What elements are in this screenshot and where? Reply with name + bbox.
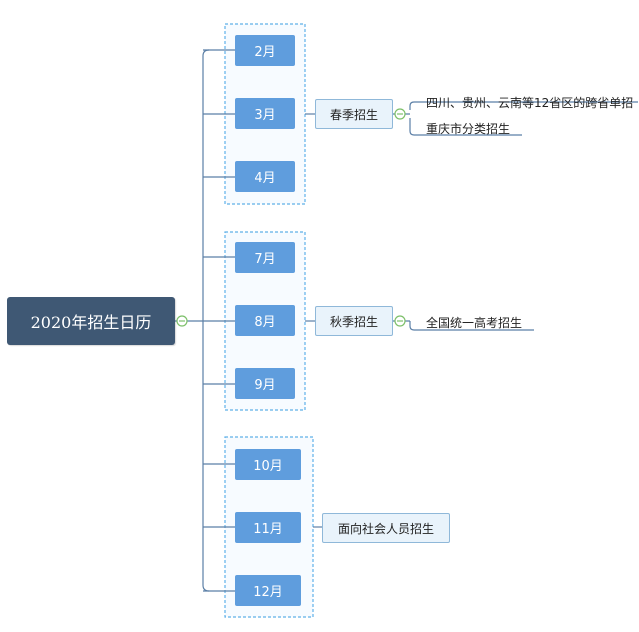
month-topic[interactable]: 2月 — [235, 35, 295, 66]
month-topic[interactable]: 3月 — [235, 98, 295, 129]
month-topic[interactable]: 9月 — [235, 368, 295, 399]
season-topic-social[interactable]: 面向社会人员招生 — [322, 513, 450, 543]
month-topic[interactable]: 11月 — [235, 512, 301, 543]
month-topic[interactable]: 8月 — [235, 305, 295, 336]
detail-topic[interactable]: 重庆市分类招生 — [426, 122, 511, 136]
month-topic[interactable]: 4月 — [235, 161, 295, 192]
root-topic[interactable]: 2020年招生日历 — [7, 297, 175, 345]
season-topic-autumn[interactable]: 秋季招生 — [315, 306, 393, 336]
month-topic[interactable]: 10月 — [235, 449, 301, 480]
detail-topic[interactable]: 全国统一高考招生 — [426, 316, 523, 330]
month-topic[interactable]: 7月 — [235, 242, 295, 273]
season-topic-spring[interactable]: 春季招生 — [315, 99, 393, 129]
detail-topic[interactable]: 四川、贵州、云南等12省区的跨省单招 — [426, 96, 634, 110]
month-topic[interactable]: 12月 — [235, 575, 301, 606]
